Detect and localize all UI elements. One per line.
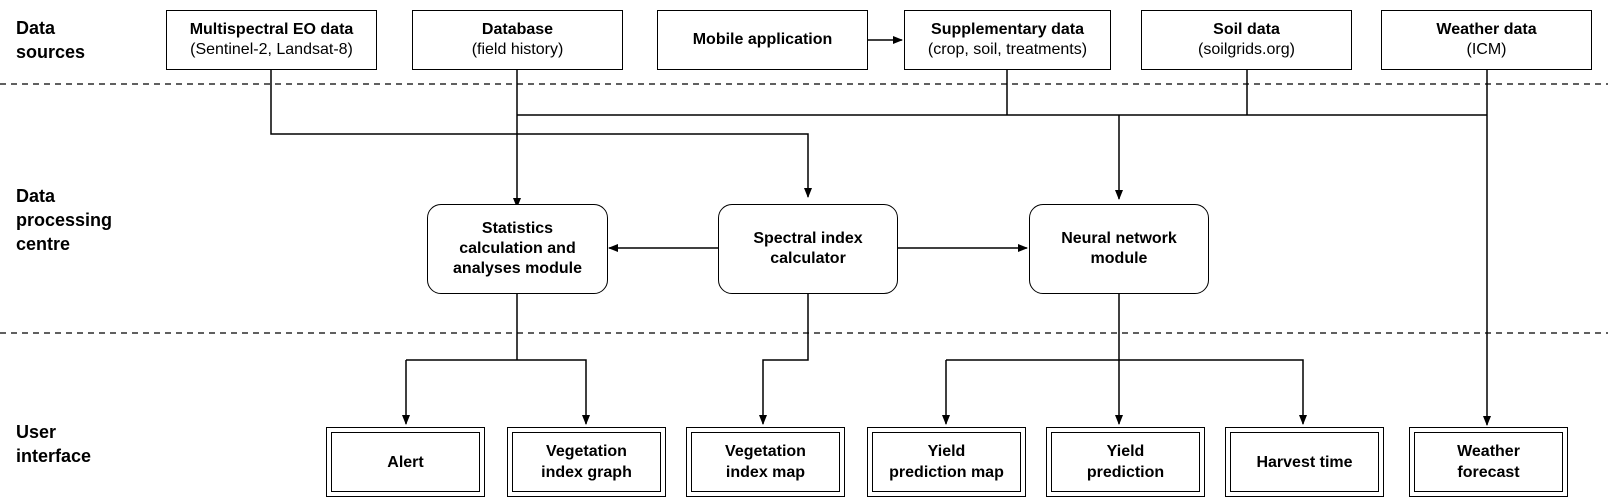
source-database: Database (field history) [412,10,623,70]
module-spectral-label: Spectral index calculator [753,230,863,267]
source-soil: Soil data (soilgrids.org) [1141,10,1352,70]
output-weather-forecast: Weather forecast [1409,427,1568,497]
source-mobile-app: Mobile application [657,10,868,70]
output-yield-prediction: Yield prediction [1046,427,1205,497]
source-mobile-title: Mobile application [692,31,833,48]
output-alert: Alert [326,427,485,497]
source-soil-title: Soil data [1213,21,1280,38]
output-yield-pred-label: Yield prediction [1051,432,1200,492]
source-weather: Weather data (ICM) [1381,10,1592,70]
source-database-title: Database [481,21,554,38]
output-yield-map-label: Yield prediction map [872,432,1021,492]
source-supplementary: Supplementary data (crop, soil, treatmen… [904,10,1111,70]
source-multispectral-title: Multispectral EO data [189,21,354,38]
module-statistics-label: Statistics calculation and analyses modu… [453,220,582,277]
output-vegetation-map: Vegetation index map [686,427,845,497]
output-veg-map-label: Vegetation index map [691,432,840,492]
output-yield-map: Yield prediction map [867,427,1026,497]
arrow-statistics-to-veg-graph [406,359,590,425]
arrow-multispectral-to-spectral [270,70,812,198]
output-vegetation-graph: Vegetation index graph [507,427,666,497]
source-weather-sub: (ICM) [1466,41,1507,58]
layer-label-data-sources: Data sources [16,18,86,62]
arrow-spectral-to-veg-map [759,293,809,425]
output-alert-label: Alert [331,432,480,492]
source-database-sub: (field history) [471,41,564,58]
module-statistics: Statistics calculation and analyses modu… [427,204,608,294]
output-harvest-time: Harvest time [1225,427,1384,497]
layer-label-user-interface: User interface [16,422,92,466]
source-multispectral-sub: (Sentinel-2, Landsat-8) [190,41,353,58]
layer-label-processing: Data processing centre [16,186,113,254]
source-weather-title: Weather data [1436,21,1537,38]
source-soil-sub: (soilgrids.org) [1198,41,1295,58]
source-supplementary-sub: (crop, soil, treatments) [927,41,1088,58]
source-multispectral: Multispectral EO data (Sentinel-2, Lands… [166,10,377,70]
arrow-neural-to-harvest [946,359,1307,425]
output-harvest-label: Harvest time [1230,432,1379,492]
output-weather-fc-label: Weather forecast [1414,432,1563,492]
layer-separators [0,83,1608,334]
module-neural-label: Neural network module [1061,230,1177,267]
module-spectral-index: Spectral index calculator [718,204,898,294]
output-veg-graph-label: Vegetation index graph [512,432,661,492]
module-neural-network: Neural network module [1029,204,1209,294]
source-supplementary-title: Supplementary data [931,21,1084,38]
